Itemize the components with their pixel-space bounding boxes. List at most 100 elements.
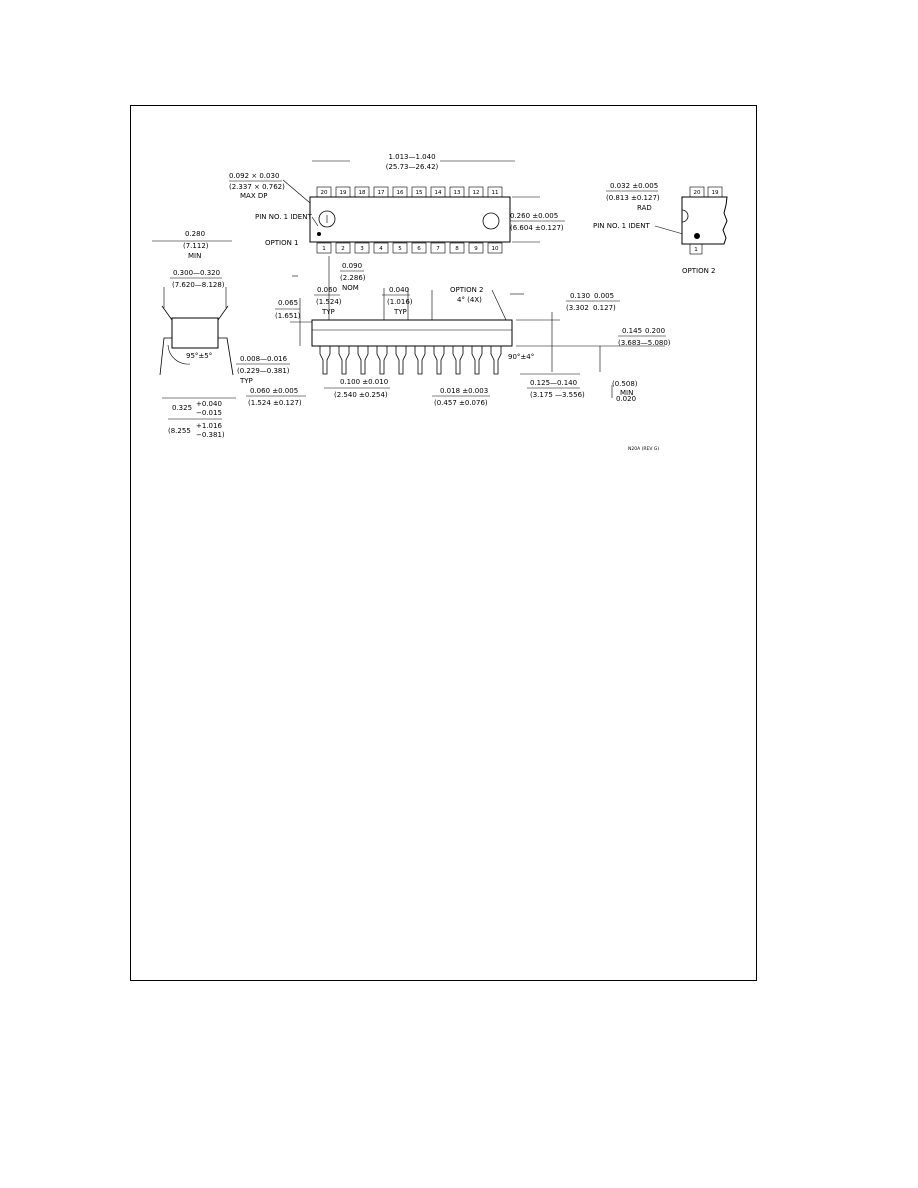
package-body-side [311, 319, 513, 347]
pin-box [373, 186, 389, 198]
width-in: 0.260 ±0.005 [510, 212, 558, 220]
pin-box [487, 242, 503, 254]
pin-box [354, 186, 370, 198]
pin-label: 1 [322, 246, 326, 252]
row-in: 0.300—0.320 [173, 269, 220, 277]
end-lead-right [218, 337, 234, 376]
end-min-note: MIN [188, 252, 201, 260]
pin-box [689, 243, 703, 255]
tip-in: 0.060 [317, 286, 337, 294]
spread-mm-plus: +1.016 [196, 422, 222, 430]
pin-box [468, 242, 484, 254]
shoulder-mm: (1.651) [275, 312, 301, 320]
end-lead-left [159, 337, 172, 376]
lead-len-mm: (3.175 —3.556) [530, 391, 585, 399]
pin-label: 5 [398, 246, 402, 252]
side-lead [471, 346, 483, 375]
end-lead-mm: (0.229—0.381) [237, 367, 290, 375]
pin-box [430, 186, 446, 198]
rad-mm: (0.813 ±0.127) [606, 194, 660, 202]
pin-label: 6 [417, 246, 421, 252]
end-lead-in: 0.008—0.016 [240, 355, 288, 363]
pin-box [316, 242, 332, 254]
option2-radius [681, 209, 689, 223]
shoulder-in: 0.065 [278, 299, 298, 307]
height-tol: 0.005 [594, 292, 614, 300]
top-view: 1.013—1.040 (25.73—26.42) 0.092 × 0.030 … [229, 153, 565, 254]
pin-label: 12 [473, 190, 480, 196]
package-body-end [171, 317, 219, 349]
pin-box [449, 242, 465, 254]
side-lead [395, 346, 407, 375]
side-lead [490, 346, 502, 375]
reference-code: N20A (REV G) [628, 446, 659, 452]
end-lead-left-top [161, 305, 173, 321]
pin-label: 13 [454, 190, 461, 196]
corner-mm: (2.337 × 0.762) [229, 183, 285, 191]
standoff-mm: (0.508) [612, 380, 638, 388]
seat-in: 0.145 [622, 327, 642, 335]
bottom-pin-row: 1 2 3 4 5 6 7 8 9 10 [316, 242, 503, 254]
option2-ext-right [491, 289, 507, 321]
seat-in-max: 0.200 [645, 327, 665, 335]
pin-box [335, 242, 351, 254]
side-view: 0.065 (1.651) 0.090 (2.286) NOM 0.060 (1… [246, 256, 671, 407]
end-lead-note: TYP [239, 377, 253, 385]
side-lead [414, 346, 426, 375]
nom-mm: (2.286) [340, 274, 366, 282]
pin-label: 9 [474, 246, 478, 252]
wide-lead-mm: (1.524 ±0.127) [248, 399, 302, 407]
pin-box [392, 242, 408, 254]
row-mm: (7.620—8.128) [172, 281, 225, 289]
end-view: 0.280 (7.112) MIN 0.300—0.320 (7.620—8.1… [152, 230, 290, 439]
gap-in: 0.040 [389, 286, 409, 294]
pin-box [335, 186, 351, 198]
nom-note: NOM [342, 284, 359, 292]
pin-box [689, 186, 705, 198]
spread-mm-minus: −0.381) [196, 431, 225, 439]
bevel: 90°±4° [508, 353, 534, 361]
pin-label: 4 [379, 246, 383, 252]
pin1-ident-label: PIN NO. 1 IDENT [255, 213, 312, 221]
package-body-top [309, 196, 511, 243]
height-mm: (3.302 [566, 304, 589, 312]
spread-in-plus: +0.040 [196, 400, 222, 408]
pin-box [354, 242, 370, 254]
pin-label: 1 [694, 247, 698, 253]
side-lead [338, 346, 350, 375]
seat-mm: (3.683—5.080) [618, 339, 671, 347]
drawing-frame [130, 105, 757, 981]
rad-note: RAD [637, 204, 652, 212]
pin-box [316, 186, 332, 198]
pin-label: 15 [416, 190, 423, 196]
spread-mm: (8.255 [168, 427, 191, 435]
option2-body [681, 196, 728, 245]
nom-in: 0.090 [342, 262, 362, 270]
side-lead [452, 346, 464, 375]
pin-label: 19 [712, 190, 719, 196]
pin1-notch [318, 210, 336, 228]
height-mm-tol: 0.127) [593, 304, 616, 312]
pin-label: 10 [492, 246, 499, 252]
option2-pin1-dot [694, 233, 700, 239]
pin-label: 20 [321, 190, 328, 196]
corner-in: 0.092 × 0.030 [229, 172, 279, 180]
pin-label: 7 [436, 246, 440, 252]
pin-box [373, 242, 389, 254]
side-lead [376, 346, 388, 375]
end-lead-right-top [217, 305, 229, 321]
pitch-mm: (2.540 ±0.254) [334, 391, 388, 399]
lead-w-mm: (0.457 ±0.076) [434, 399, 488, 407]
pin-label: 16 [397, 190, 404, 196]
end-min-in: 0.280 [185, 230, 205, 238]
width-mm: (6.604 ±0.127) [510, 224, 564, 232]
pin-label: 11 [492, 190, 499, 196]
pin-box [487, 186, 503, 198]
length-in: 1.013—1.040 [388, 153, 435, 161]
pin-label: 14 [435, 190, 442, 196]
top-pin-row: 20 19 18 17 16 15 14 13 12 11 [316, 186, 503, 198]
side-lead-row [319, 346, 502, 375]
corner-note: MAX DP [240, 192, 267, 200]
side-lead [357, 346, 369, 375]
